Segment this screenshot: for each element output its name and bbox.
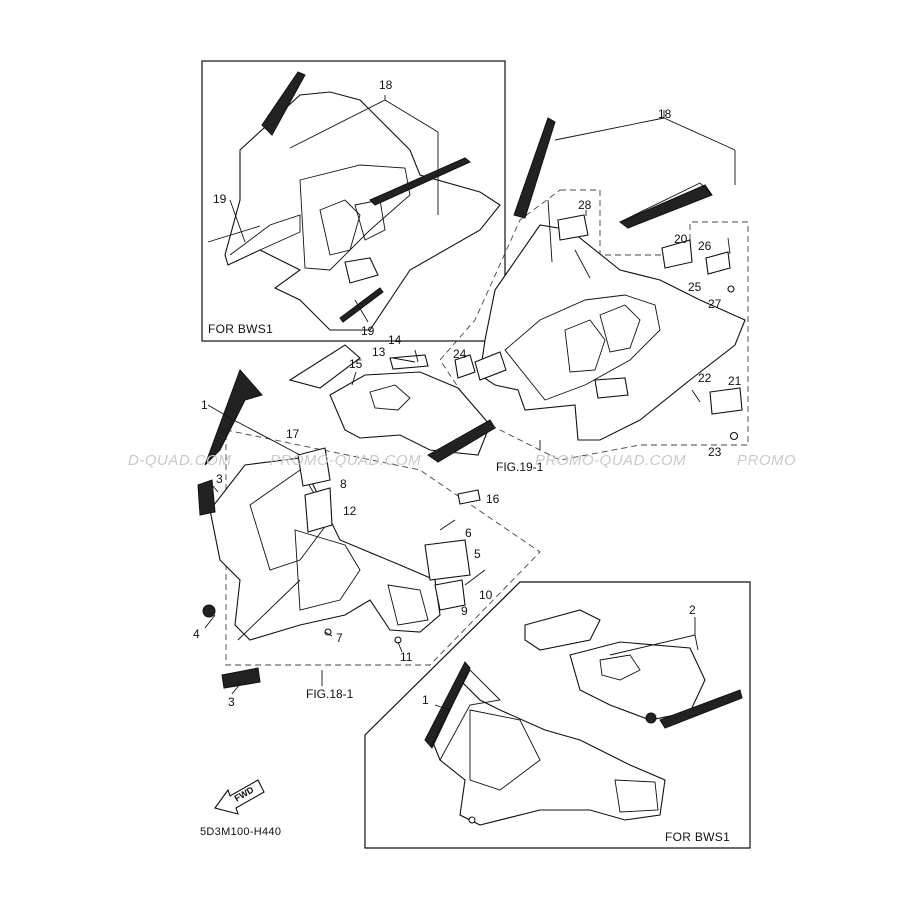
fwd-arrow-icon — [214, 779, 265, 815]
callout-11: 11 — [400, 650, 413, 664]
watermark-text: D-QUAD.COM — [128, 452, 232, 469]
callout-1: 1 — [201, 398, 208, 412]
panel-label-bottom-right: FOR BWS1 — [665, 830, 731, 844]
figure-ref-19: FIG.19-1 — [496, 460, 544, 474]
callout-8: 8 — [340, 477, 347, 491]
callout-4: 4 — [193, 627, 200, 641]
watermark-text: PROMO-QUAD.COM — [270, 452, 422, 469]
callout-10: 10 — [479, 588, 493, 602]
callout-5: 5 — [474, 547, 481, 561]
callout-22: 22 — [698, 371, 712, 385]
callout-14: 14 — [388, 333, 402, 347]
callout-24: 24 — [453, 347, 467, 361]
callout-20: 20 — [674, 232, 688, 246]
callout-6: 6 — [465, 526, 472, 540]
callout-19: 19 — [361, 324, 375, 338]
callout-18: 18 — [658, 107, 672, 121]
figure-ref-18: FIG.18-1 — [306, 687, 354, 701]
rear-fender-main — [454, 110, 746, 450]
callout-16: 16 — [486, 492, 500, 506]
callout-23: 23 — [708, 445, 722, 459]
panel-label-top-left: FOR BWS1 — [208, 322, 274, 336]
callout-13: 13 — [372, 345, 386, 359]
callout-3: 3 — [228, 695, 235, 709]
callout-19: 19 — [213, 192, 227, 206]
dashed-group-front — [225, 429, 541, 666]
callout-28: 28 — [578, 198, 592, 212]
callout-17: 17 — [286, 427, 300, 441]
callout-1: 1 — [422, 693, 429, 707]
frame-bottom-right — [364, 581, 751, 849]
diagram-code: 5D3M100-H440 — [200, 826, 282, 838]
watermark-text: PROMO-QUAD.COM — [535, 452, 687, 469]
dashed-group-rear — [439, 189, 749, 461]
callout-26: 26 — [698, 239, 712, 253]
callout-21: 21 — [728, 374, 742, 388]
callout-18: 18 — [379, 78, 393, 92]
callout-9: 9 — [461, 604, 468, 618]
callout-27: 27 — [708, 297, 722, 311]
watermark-text: PROMO — [737, 452, 797, 469]
front-fender-main — [197, 369, 486, 695]
frame-top-left — [201, 60, 506, 342]
rear-fender-bws1 — [207, 71, 501, 331]
front-inner-cover — [288, 344, 496, 463]
callout-25: 25 — [688, 280, 702, 294]
callout-15: 15 — [349, 357, 363, 371]
callout-12: 12 — [343, 504, 357, 518]
callout-2: 2 — [689, 603, 696, 617]
callout-3: 3 — [216, 472, 223, 486]
front-fender-bws1 — [424, 609, 743, 826]
callout-7: 7 — [336, 631, 343, 645]
